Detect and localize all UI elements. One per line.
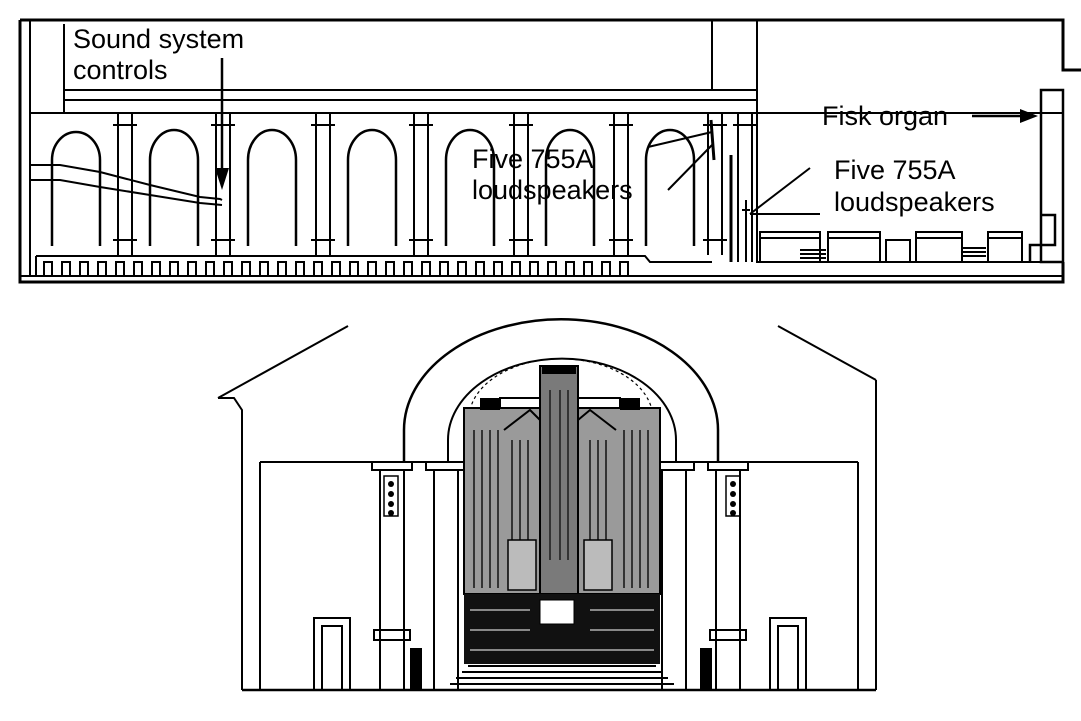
column-speaker-left — [383, 475, 399, 517]
right-wall-elevation — [857, 380, 877, 690]
nave-arches — [50, 128, 696, 246]
chancel-arch-outer — [402, 318, 720, 462]
chancel-steps — [450, 665, 674, 685]
elevation-columns — [371, 461, 749, 690]
speaker-column-b — [742, 200, 750, 262]
front-elevation — [217, 318, 877, 692]
label-speakers-b-1: Five 755A — [834, 155, 956, 185]
speaker-column-a — [709, 119, 733, 262]
floor-speaker-left — [410, 648, 422, 690]
label-speakers-b-2: loudspeakers — [834, 187, 995, 217]
label-sound-system-2: controls — [73, 55, 168, 85]
door-right — [769, 617, 807, 690]
sound-controls-arrow — [215, 58, 229, 190]
roof-right — [777, 325, 877, 381]
speakers-b-leader — [749, 167, 811, 215]
chancel-arch-inner — [447, 357, 677, 462]
fisk-organ-section — [1028, 88, 1065, 264]
label-speakers-a-2: loudspeakers — [472, 175, 633, 205]
balcony-stair — [30, 164, 223, 206]
floor-speaker-right — [700, 648, 712, 690]
tower-section — [711, 20, 1063, 263]
left-wall-elevation — [218, 397, 261, 690]
pew-row — [35, 255, 712, 276]
chancel-furniture — [759, 231, 1023, 263]
nave-columns — [113, 112, 757, 262]
label-speakers-a-1: Five 755A — [472, 144, 594, 174]
label-fisk-organ: Fisk organ — [822, 101, 948, 131]
door-left — [313, 617, 351, 690]
section-outer-frame — [18, 18, 1081, 284]
longitudinal-section: Sound system controls Five 755A loudspea… — [18, 18, 1081, 284]
roof-left — [217, 325, 349, 399]
column-speaker-right — [725, 475, 741, 517]
label-sound-system-1: Sound system — [73, 24, 244, 54]
fisk-organ-elevation — [463, 365, 661, 664]
speakers-a-leader-2 — [667, 144, 713, 191]
fisk-organ-arrow — [972, 109, 1038, 123]
speakers-a-leader-1 — [647, 131, 713, 148]
